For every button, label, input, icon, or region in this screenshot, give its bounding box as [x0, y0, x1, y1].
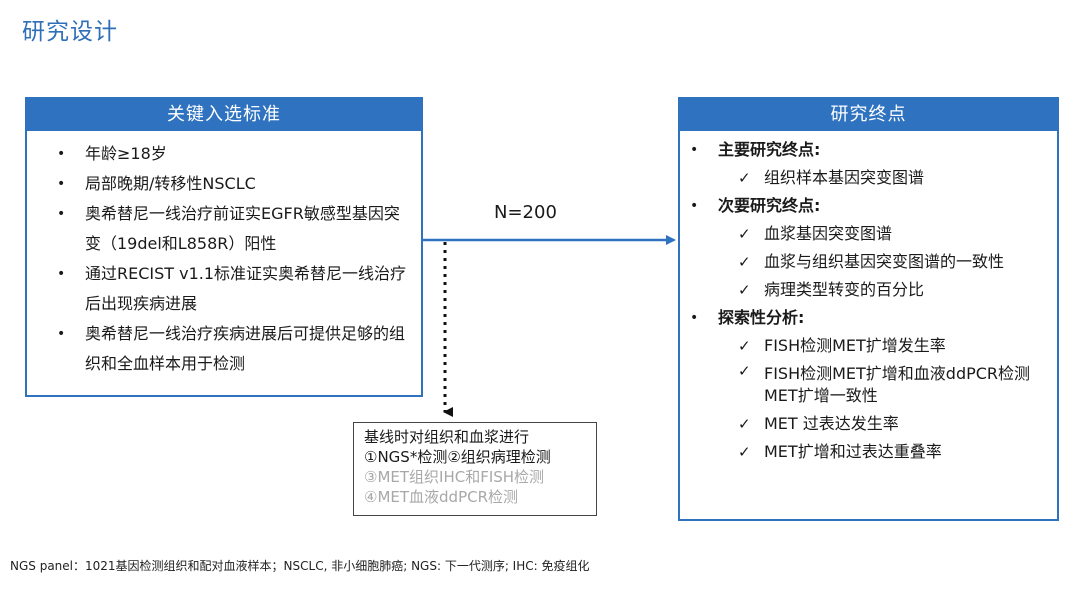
- baseline-line-3: ③MET组织IHC和FISH检测: [364, 468, 545, 486]
- criterion-samples: 奥希替尼一线治疗疾病进展后可提供足够的组织和全血样本用于检测: [57, 319, 413, 379]
- footnote: NGS panel：1021基因检测组织和配对血液样本；NSCLC, 非小细胞肺…: [10, 559, 590, 573]
- primary-endpoint-item: 组织样本基因突变图谱: [680, 164, 1057, 192]
- page-title: 研究设计: [22, 19, 118, 45]
- criterion-age: 年龄≥18岁: [57, 139, 413, 169]
- inclusion-criteria-header: 关键入选标准: [27, 99, 421, 131]
- exploratory-analysis-item: FISH检测MET扩增和血液ddPCR检测MET扩增一致性: [680, 360, 1057, 410]
- secondary-endpoint-title: 次要研究终点:: [680, 192, 1057, 220]
- sample-size-label: N=200: [494, 202, 557, 223]
- exploratory-analysis-item: MET 过表达发生率: [680, 410, 1057, 438]
- primary-endpoint-title: 主要研究终点:: [680, 136, 1057, 164]
- exploratory-analysis-item: FISH检测MET扩增发生率: [680, 332, 1057, 360]
- endpoints-header: 研究终点: [680, 99, 1057, 131]
- exploratory-analysis-title: 探索性分析:: [680, 304, 1057, 332]
- secondary-endpoint-item: 病理类型转变的百分比: [680, 276, 1057, 304]
- secondary-endpoint-item: 血浆基因突变图谱: [680, 220, 1057, 248]
- inclusion-criteria-list: 年龄≥18岁 局部晚期/转移性NSCLC 奥希替尼一线治疗前证实EGFR敏感型基…: [27, 131, 421, 379]
- baseline-line-2: ①NGS*检测②组织病理检测: [364, 448, 551, 466]
- inclusion-criteria-box: 关键入选标准 年龄≥18岁 局部晚期/转移性NSCLC 奥希替尼一线治疗前证实E…: [25, 97, 423, 397]
- criterion-stage: 局部晚期/转移性NSCLC: [57, 169, 413, 199]
- baseline-assessment-box: 基线时对组织和血浆进行 ①NGS*检测②组织病理检测 ③MET组织IHC和FIS…: [353, 422, 597, 516]
- baseline-line-1: 基线时对组织和血浆进行: [364, 428, 530, 446]
- secondary-endpoint-item: 血浆与组织基因突变图谱的一致性: [680, 248, 1057, 276]
- exploratory-analysis-item: MET扩增和过表达重叠率: [680, 438, 1057, 466]
- baseline-line-4: ④MET血液ddPCR检测: [364, 488, 519, 506]
- criterion-progression: 通过RECIST v1.1标准证实奥希替尼一线治疗后出现疾病进展: [57, 259, 413, 319]
- criterion-egfr: 奥希替尼一线治疗前证实EGFR敏感型基因突变（19del和L858R）阳性: [57, 199, 413, 259]
- endpoints-box: 研究终点 主要研究终点: 组织样本基因突变图谱 次要研究终点: 血浆基因突变图谱…: [678, 97, 1059, 521]
